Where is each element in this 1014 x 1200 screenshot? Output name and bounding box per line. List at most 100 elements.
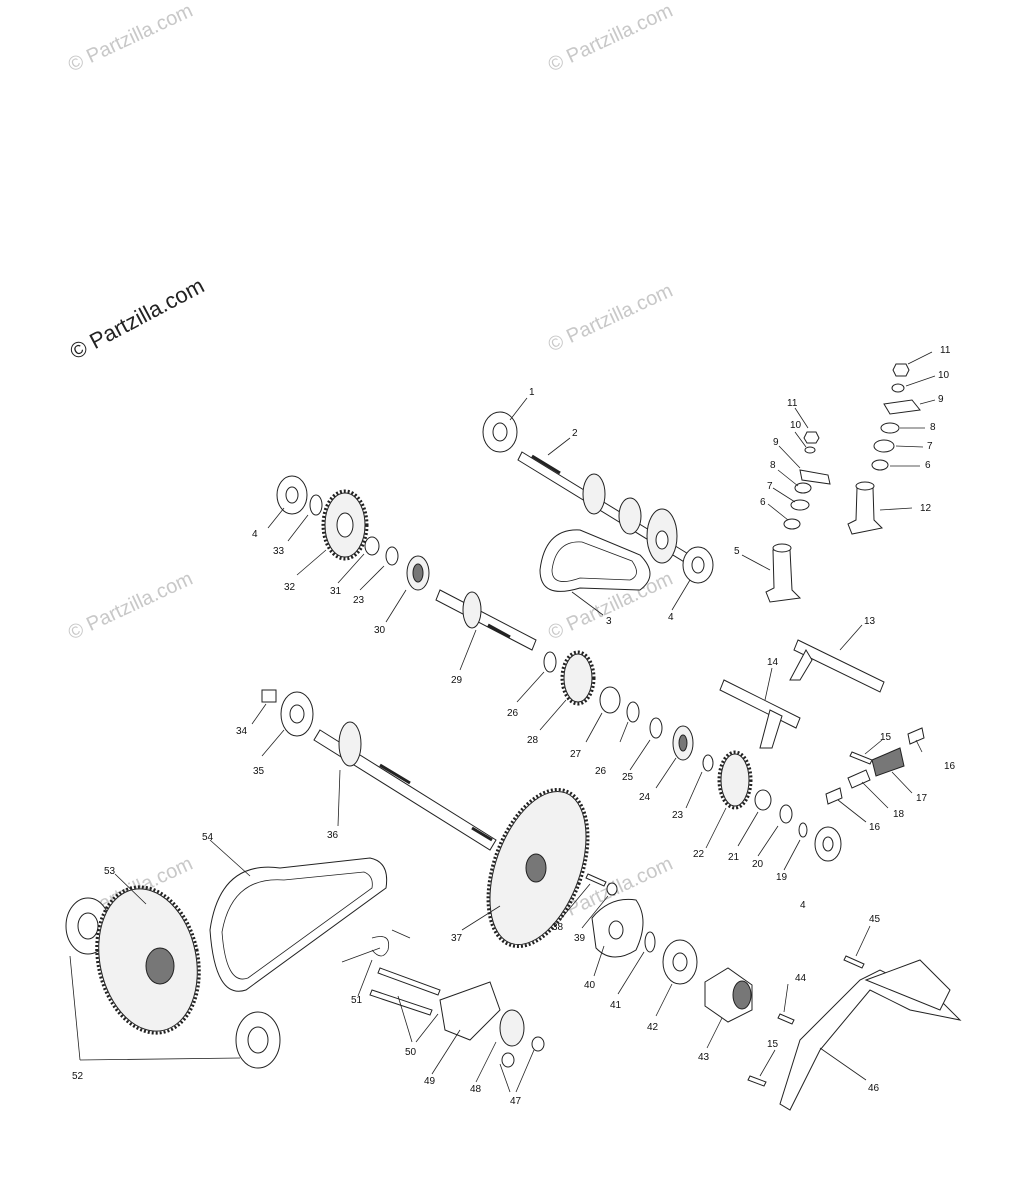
part-drawings [65, 363, 962, 1111]
callout-14: 14 [767, 657, 779, 668]
part-shifter-5 [765, 549, 802, 603]
callout-4: 4 [252, 529, 258, 540]
callout-32: 32 [284, 582, 296, 593]
part-block-16a [907, 727, 925, 745]
part-arm-9a [799, 469, 831, 485]
part-washer-47b [531, 1036, 545, 1052]
callout-8: 8 [770, 460, 776, 471]
callout-6: 6 [760, 497, 766, 508]
callout-21: 21 [728, 852, 740, 863]
part-bolt-44 [777, 1013, 795, 1025]
part-housing-49 [439, 981, 501, 1041]
callout-41: 41 [610, 1000, 622, 1011]
part-washer-10b [891, 383, 905, 393]
callout-9: 9 [938, 394, 944, 405]
callout-47: 47 [510, 1096, 522, 1107]
callout-45: 45 [869, 914, 881, 925]
watermark-faint: © Partzilla.com [545, 280, 676, 357]
callout-17: 17 [916, 793, 928, 804]
part-washer-39 [606, 882, 618, 896]
callout-44: 44 [795, 973, 807, 984]
part-bolt-38 [585, 873, 607, 887]
callout-4: 4 [668, 612, 674, 623]
callout-20: 20 [752, 859, 764, 870]
part-shifter-12 [847, 487, 884, 535]
callout-35: 35 [253, 766, 265, 777]
part-shaft-36 [313, 729, 497, 851]
part-shaft-50b [369, 989, 433, 1016]
part-bushing-27 [599, 686, 621, 714]
callout-25: 25 [622, 772, 634, 783]
part-washer-47a [501, 1052, 515, 1068]
callout-16: 16 [869, 822, 881, 833]
callout-36: 36 [327, 830, 339, 841]
part-fork-13 [793, 639, 885, 693]
callout-5: 5 [734, 546, 740, 557]
callout-26: 26 [595, 766, 607, 777]
part-block-16b [825, 787, 843, 805]
part-washer-10a [804, 446, 816, 454]
callout-42: 42 [647, 1022, 659, 1033]
callout-40: 40 [584, 980, 596, 991]
callout-27: 27 [570, 749, 582, 760]
callout-16: 16 [944, 761, 956, 772]
callout-7: 7 [927, 441, 933, 452]
callout-8: 8 [930, 422, 936, 433]
part-fork-14 [719, 679, 801, 729]
callout-22: 22 [693, 849, 705, 860]
callout-15: 15 [767, 1039, 779, 1050]
part-oring-8a [794, 482, 812, 494]
part-spring-51 [341, 929, 411, 963]
part-chain-3 [539, 529, 651, 592]
callout-3: 3 [606, 616, 612, 627]
callout-37: 37 [451, 933, 463, 944]
part-oring-7a [790, 499, 810, 511]
callout-1: 1 [529, 387, 535, 398]
part-bushing-21 [754, 789, 772, 811]
part-shaft-2-splines [531, 454, 561, 475]
leader-lines [69, 351, 936, 1093]
part-bolt-34 [261, 689, 277, 703]
callout-4: 4 [800, 900, 806, 911]
callout-10: 10 [790, 420, 802, 431]
watermark-faint: © Partzilla.com [65, 568, 196, 645]
part-bracket-46 [779, 969, 962, 1111]
part-plate-17 [871, 747, 905, 777]
part-washer-23b [702, 754, 714, 772]
callout-labels: 1 2 3 4 4 4 5 6 6 7 7 8 8 9 9 10 10 11 1… [72, 345, 956, 1107]
part-gear-48 [499, 1009, 525, 1047]
part-pin-18 [847, 769, 871, 789]
part-nut-11b [892, 363, 910, 377]
callout-33: 33 [273, 546, 285, 557]
callout-11: 11 [787, 398, 798, 409]
callout-34: 34 [236, 726, 248, 737]
watermark-faint: © Partzilla.com [545, 0, 676, 77]
part-washer-6a [783, 518, 801, 530]
part-oring-7b [873, 439, 895, 453]
part-clip-19 [798, 822, 808, 838]
part-gear-28 [563, 653, 593, 703]
callout-23: 23 [353, 595, 365, 606]
callout-26: 26 [507, 708, 519, 719]
callout-10: 10 [938, 370, 950, 381]
part-belt-54 [209, 857, 388, 992]
callout-38: 38 [552, 922, 564, 933]
part-shaft-50a [377, 967, 441, 996]
callout-49: 49 [424, 1076, 436, 1087]
callout-31: 31 [330, 586, 342, 597]
part-washer-26b [626, 701, 640, 723]
callout-23: 23 [672, 810, 684, 821]
callout-50: 50 [405, 1047, 417, 1058]
callout-52: 52 [72, 1071, 84, 1082]
faint-watermarks: © Partzilla.com © Partzilla.com © Partzi… [65, 0, 676, 930]
callout-39: 39 [574, 933, 586, 944]
part-shaft-29 [435, 589, 537, 651]
callout-15: 15 [880, 732, 892, 743]
part-bolt-45 [843, 955, 865, 969]
callout-54: 54 [202, 832, 214, 843]
callout-2: 2 [572, 428, 578, 439]
callout-19: 19 [776, 872, 788, 883]
part-nut-11a [803, 431, 820, 444]
callout-13: 13 [864, 616, 876, 627]
